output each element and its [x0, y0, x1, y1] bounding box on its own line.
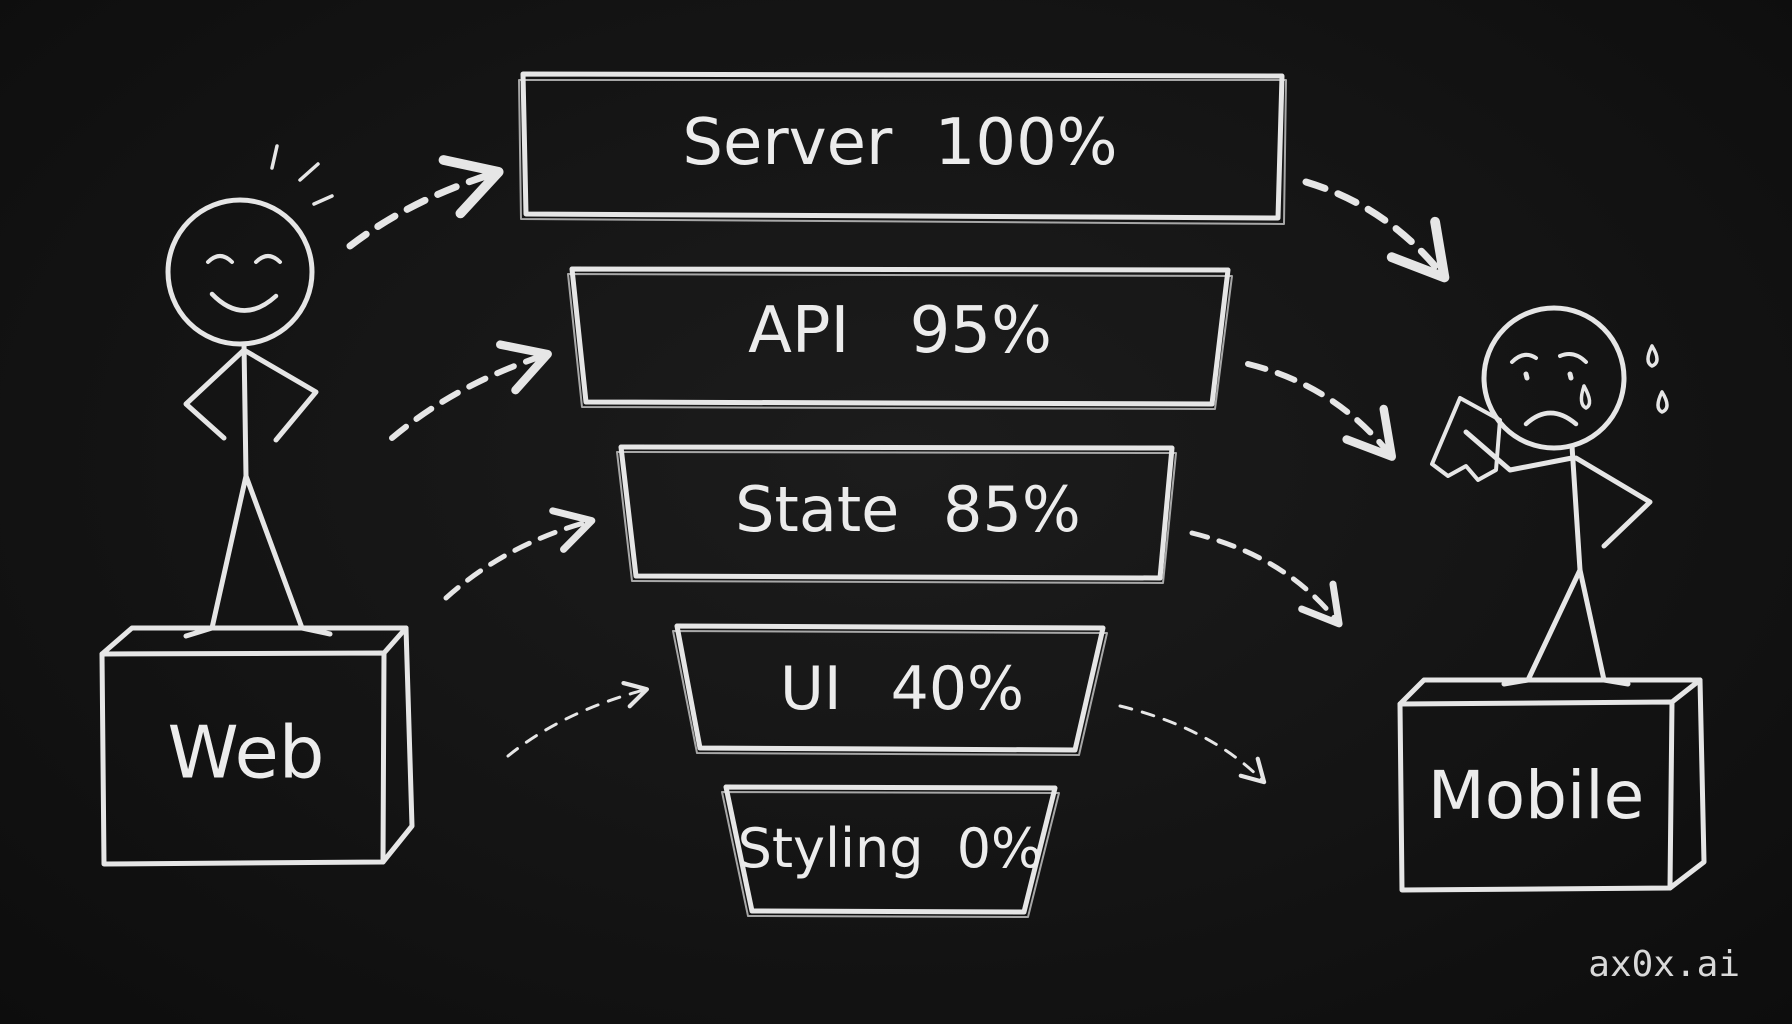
- arrow-web-to-state: [443, 507, 596, 601]
- happy-smile-icon: [209, 291, 279, 313]
- layer-api-percent: 95%: [910, 294, 1052, 368]
- layer-styling-text: Styling 0%: [738, 817, 1043, 880]
- layer-ui-box: [674, 623, 1106, 753]
- layer-state-box-edge: [616, 451, 1177, 584]
- happy-legs: [209, 473, 305, 631]
- arrow-ui-to-mobile: [1118, 704, 1267, 785]
- layer-styling-box: [723, 784, 1058, 915]
- layer-server-box-edge: [518, 79, 1287, 225]
- web-box-side: [380, 625, 415, 865]
- layer-styling-percent: 0%: [957, 817, 1043, 880]
- layer-styling: Styling 0%: [721, 784, 1060, 918]
- web-box: Web: [99, 625, 415, 867]
- sad-legs: [1525, 567, 1607, 683]
- happy-sparkle-icon: [270, 144, 334, 206]
- arrows-in: [346, 155, 649, 758]
- layer-api: API 95%: [567, 266, 1233, 410]
- web-box-label: Web: [168, 711, 325, 795]
- layer-server-box: [520, 71, 1285, 221]
- happy-figure: [165, 144, 334, 639]
- layer-ui-label: UI: [780, 654, 842, 724]
- sad-eyes: [1523, 371, 1574, 381]
- layer-styling-box-edge: [721, 791, 1060, 918]
- layer-ui-percent: 40%: [891, 654, 1024, 724]
- happy-feet: [183, 625, 333, 639]
- layer-ui-box-edge: [672, 630, 1108, 756]
- layer-api-label: API: [748, 294, 849, 368]
- arrow-state-to-mobile: [1189, 530, 1343, 628]
- web-box-top: [99, 625, 409, 657]
- watermark: ax0x.ai: [1588, 944, 1740, 985]
- mobile-box-label: Mobile: [1428, 757, 1645, 834]
- sad-figure: [1430, 305, 1669, 687]
- mobile-box: Mobile: [1397, 677, 1707, 893]
- sad-eyebrows: [1510, 352, 1588, 364]
- mobile-box-side: [1667, 677, 1707, 891]
- layer-server-text: Server 100%: [682, 106, 1117, 180]
- tissue-icon: [1430, 396, 1502, 482]
- arrow-web-to-server: [346, 155, 504, 250]
- layer-state-text: State 85%: [735, 473, 1081, 546]
- arrow-web-to-api: [389, 340, 552, 441]
- sad-tear-icon: [1579, 384, 1592, 410]
- arrow-web-to-ui: [506, 680, 649, 758]
- sweat-drop-icon: [1646, 344, 1669, 414]
- sad-arms: [1463, 429, 1653, 549]
- layer-ui: UI 40%: [672, 623, 1108, 756]
- layer-api-box-edge: [567, 273, 1233, 410]
- layer-state-label: State: [735, 473, 899, 546]
- happy-body: [241, 341, 249, 479]
- layer-styling-label: Styling: [738, 817, 924, 880]
- layer-state-box: [618, 444, 1175, 581]
- layer-server-label: Server: [682, 106, 893, 180]
- layer-server: Server 100%: [518, 71, 1287, 225]
- sad-body: [1569, 443, 1583, 573]
- happy-arms: [183, 347, 319, 443]
- layer-api-text: API 95%: [748, 294, 1052, 368]
- arrows-out: [1118, 178, 1450, 785]
- layer-server-percent: 100%: [935, 106, 1118, 180]
- layer-ui-text: UI 40%: [780, 654, 1024, 724]
- arrow-server-to-mobile: [1302, 178, 1450, 283]
- happy-eyes: [206, 254, 282, 264]
- sad-frown-icon: [1523, 410, 1579, 427]
- happy-head: [165, 197, 315, 347]
- arrow-api-to-mobile: [1245, 361, 1397, 461]
- layer-state-percent: 85%: [943, 473, 1081, 546]
- sad-feet: [1501, 677, 1631, 687]
- layer-api-box: [569, 266, 1231, 407]
- sad-head: [1481, 305, 1627, 451]
- layer-state: State 85%: [616, 444, 1177, 584]
- mobile-box-top: [1397, 677, 1703, 707]
